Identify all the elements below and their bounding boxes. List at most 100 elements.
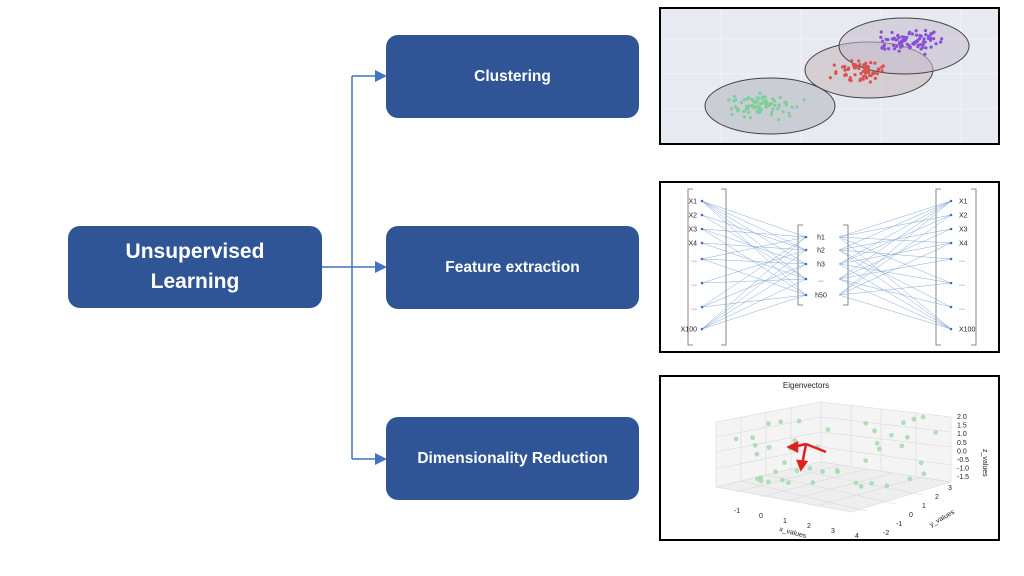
cluster-point xyxy=(940,37,944,41)
cluster-point xyxy=(764,98,768,103)
cluster-point xyxy=(916,45,920,49)
cluster-point xyxy=(905,42,909,46)
input-node xyxy=(700,257,704,261)
pca-point xyxy=(766,421,771,427)
cluster-point xyxy=(879,30,883,34)
cluster-point xyxy=(832,63,836,67)
pca-point xyxy=(755,476,760,482)
cluster-point xyxy=(857,59,861,63)
cluster-point xyxy=(730,112,734,116)
cluster-point xyxy=(887,47,891,51)
cluster-point xyxy=(907,32,911,36)
pca-point xyxy=(853,480,859,486)
cluster-point xyxy=(758,91,762,95)
pca-z-tick: -0.5 xyxy=(957,457,969,464)
cluster-point xyxy=(895,44,899,48)
pca-point xyxy=(901,420,906,426)
pca-point xyxy=(792,438,798,443)
pca-y-tick: 3 xyxy=(948,485,952,492)
output-node xyxy=(949,199,953,203)
cluster-point xyxy=(834,71,838,76)
output-node xyxy=(949,213,953,217)
cluster-point xyxy=(750,104,754,108)
pca-point xyxy=(874,440,880,446)
hidden-node xyxy=(804,277,808,281)
cluster-point xyxy=(733,104,737,109)
pca-z-tick: 0.0 xyxy=(957,448,967,455)
pca-point xyxy=(810,480,816,486)
cluster-point xyxy=(851,63,855,67)
cluster-point xyxy=(765,104,769,108)
hidden-node xyxy=(804,248,808,252)
cluster-point xyxy=(923,29,928,33)
cluster-point xyxy=(745,97,750,101)
cluster-point xyxy=(858,62,862,67)
pca-point xyxy=(872,428,878,434)
pca-point xyxy=(807,465,813,471)
cluster-point xyxy=(734,98,738,102)
hidden-node-label: ... xyxy=(818,277,824,284)
cluster-point xyxy=(867,69,871,73)
pca-point xyxy=(876,446,882,452)
input-bracket-right xyxy=(721,188,727,346)
cluster-point xyxy=(861,77,865,81)
pca-point xyxy=(858,484,864,489)
pca-x-tick: 3 xyxy=(831,528,835,535)
cluster-point xyxy=(922,37,926,41)
cluster-point xyxy=(748,116,752,120)
pca-y-axis-label: y_values xyxy=(929,509,957,529)
cluster-point xyxy=(767,102,771,106)
cluster-point xyxy=(770,110,774,114)
cluster-point xyxy=(892,47,897,51)
pca-point xyxy=(825,427,831,433)
cluster-point xyxy=(761,97,765,101)
cluster-point xyxy=(862,64,866,68)
cluster-point xyxy=(755,104,760,109)
cluster-point xyxy=(915,39,920,43)
cluster-point xyxy=(795,105,799,109)
cluster-point xyxy=(873,76,877,80)
cluster-point xyxy=(914,29,918,33)
output-node xyxy=(949,305,953,309)
cluster-points-purple xyxy=(879,29,944,56)
pca-point xyxy=(796,418,802,424)
cluster-point xyxy=(763,95,767,99)
input-node-label: X3 xyxy=(688,227,697,234)
cluster-point xyxy=(939,40,943,44)
cluster-point xyxy=(873,61,877,65)
pca-point xyxy=(863,458,869,464)
pca-point xyxy=(754,451,760,457)
cluster-point xyxy=(921,45,925,50)
cluster-point xyxy=(880,39,885,43)
cluster-point xyxy=(784,103,788,107)
input-node xyxy=(700,241,704,245)
cluster-point xyxy=(742,115,747,119)
cluster-point xyxy=(749,97,754,101)
cluster-point xyxy=(773,103,777,107)
hidden-node-label: h3 xyxy=(817,262,825,269)
clustering-image xyxy=(659,7,1000,145)
cluster-point xyxy=(762,100,766,104)
cluster-point xyxy=(918,33,922,38)
pca-point xyxy=(834,467,840,473)
pca-point xyxy=(933,429,939,435)
cluster-point xyxy=(769,113,773,117)
output-node xyxy=(949,227,953,231)
cluster-point xyxy=(853,73,857,77)
pca-y-tick: 2 xyxy=(935,494,939,501)
cluster-point xyxy=(912,42,916,46)
cluster-point xyxy=(881,64,885,68)
cluster-point xyxy=(934,42,938,46)
branch-label-clustering: Clustering xyxy=(474,67,551,85)
cluster-point xyxy=(777,103,781,108)
cluster-point xyxy=(828,76,832,80)
cluster-point xyxy=(868,80,872,84)
hidden-node xyxy=(804,235,808,239)
pca-y-tick: -2 xyxy=(883,530,889,537)
pca-point xyxy=(918,460,924,466)
cluster-point xyxy=(777,117,781,121)
cluster-point xyxy=(781,110,785,114)
cluster-point xyxy=(880,46,884,50)
pca-x-tick: 1 xyxy=(783,518,787,525)
pca-y-tick: -1 xyxy=(896,521,902,528)
